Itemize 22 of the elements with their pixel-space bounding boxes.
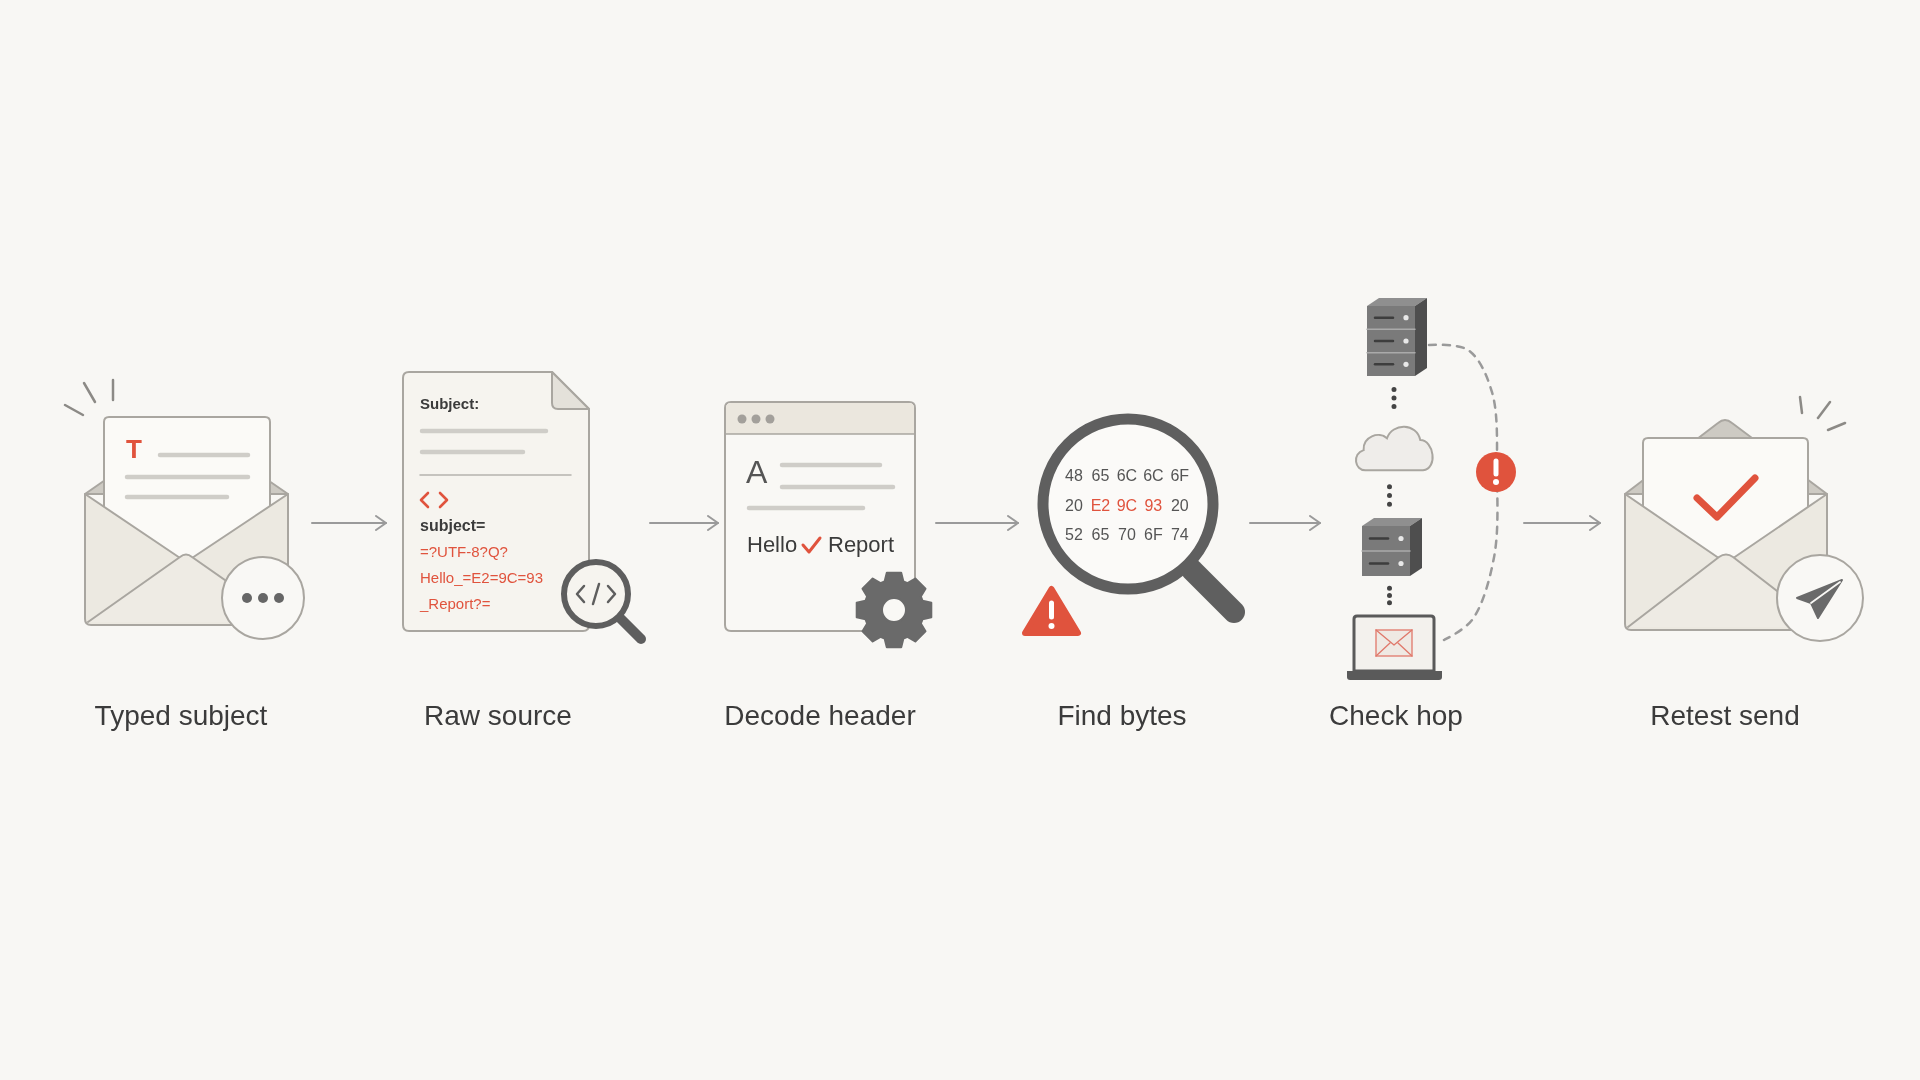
code-text: subject= bbox=[420, 516, 486, 536]
encoded-subject-text: =?UTF-8?Q? Hello_=E2=9C=93 _Report?= bbox=[420, 542, 544, 614]
step-caption: Find bytes bbox=[1057, 699, 1187, 733]
font-letter: A bbox=[746, 452, 768, 492]
arrow bbox=[935, 515, 1019, 531]
hex-bytes-row-text: 20 E2 9C 93 20 bbox=[1064, 496, 1190, 516]
decoded-text: Report bbox=[828, 531, 895, 559]
step-caption: Raw source bbox=[424, 699, 572, 733]
arrow bbox=[311, 515, 387, 531]
decoded-text: Hello bbox=[747, 531, 798, 559]
typed-letter: T bbox=[126, 434, 142, 466]
step-caption: Typed subject bbox=[94, 699, 268, 733]
header-field-label: Subject: bbox=[420, 395, 480, 413]
arrow bbox=[1523, 515, 1601, 531]
arrow bbox=[1249, 515, 1321, 531]
step-caption: Decode header bbox=[724, 699, 916, 733]
hex-bytes-row-text: 48 65 6C 6C 6F bbox=[1064, 466, 1191, 486]
step-caption: Retest send bbox=[1650, 699, 1800, 733]
dashed-line bbox=[1427, 343, 1499, 642]
step-caption: Check hop bbox=[1329, 699, 1463, 733]
arrow bbox=[649, 515, 719, 531]
hex-bytes-row-text: 52 65 70 6F 74 bbox=[1064, 525, 1190, 545]
